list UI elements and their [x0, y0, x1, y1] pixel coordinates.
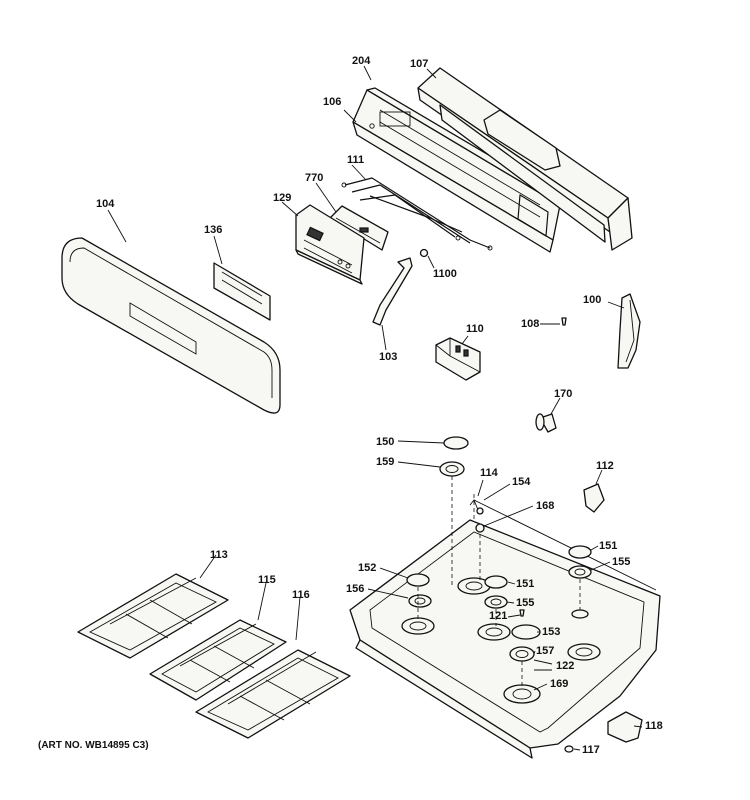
label-770: 770: [305, 172, 324, 184]
screw-117: [564, 745, 574, 753]
label-121: 121: [489, 610, 508, 622]
label-151b: 151: [516, 578, 535, 590]
label-168: 168: [536, 500, 555, 512]
label-115: 115: [258, 574, 276, 586]
label-153: 153: [542, 626, 561, 638]
label-110: 110: [466, 323, 484, 335]
label-169: 169: [550, 678, 569, 690]
label-157: 157: [536, 645, 555, 657]
grate-115: [149, 619, 287, 701]
label-136: 136: [204, 224, 223, 236]
label-129: 129: [273, 192, 292, 204]
terminal-block-110: [435, 337, 481, 381]
back-panel-107: [417, 67, 633, 251]
label-106: 106: [323, 96, 342, 108]
label-107: 107: [410, 58, 429, 70]
alignment-lines: [417, 476, 581, 688]
leader-lines: [107, 65, 643, 751]
label-113: 113: [210, 549, 228, 561]
label-112: 112: [596, 460, 614, 472]
label-118: 118: [645, 720, 663, 732]
clock-timer-129: [295, 204, 365, 285]
knob-170: [535, 413, 557, 433]
label-1100: 1100: [433, 268, 457, 280]
label-122: 122: [556, 660, 575, 672]
label-154: 154: [512, 476, 531, 488]
label-100: 100: [583, 294, 602, 306]
bracket-103: [372, 257, 413, 326]
label-117: 117: [582, 744, 600, 756]
overlay-136: [213, 262, 271, 321]
label-170: 170: [554, 388, 573, 400]
control-board-770: [329, 205, 389, 251]
backguard-frame-106: [352, 87, 566, 253]
label-159: 159: [376, 456, 395, 468]
bracket-118: [607, 711, 643, 743]
label-104: 104: [96, 198, 115, 210]
label-155a: 155: [612, 556, 631, 568]
label-155b: 155: [516, 597, 535, 609]
label-156: 156: [346, 583, 365, 595]
screw-108: [561, 317, 567, 326]
art-number-note: (ART NO. WB14895 C3): [38, 740, 149, 751]
control-panel-104: [61, 237, 281, 414]
label-108: 108: [521, 318, 540, 330]
label-114: 114: [480, 467, 498, 479]
label-150: 150: [376, 436, 395, 448]
label-111: 111: [347, 154, 365, 166]
label-151a: 151: [599, 540, 618, 552]
label-116: 116: [292, 589, 310, 601]
wire-harness-111: [341, 177, 493, 251]
label-204: 204: [352, 55, 371, 67]
grate-113: [77, 573, 229, 659]
side-trim-100: [617, 293, 641, 369]
grate-116: [195, 649, 351, 739]
label-152: 152: [358, 562, 377, 574]
screw-1100: [419, 248, 435, 269]
label-103: 103: [379, 351, 398, 363]
